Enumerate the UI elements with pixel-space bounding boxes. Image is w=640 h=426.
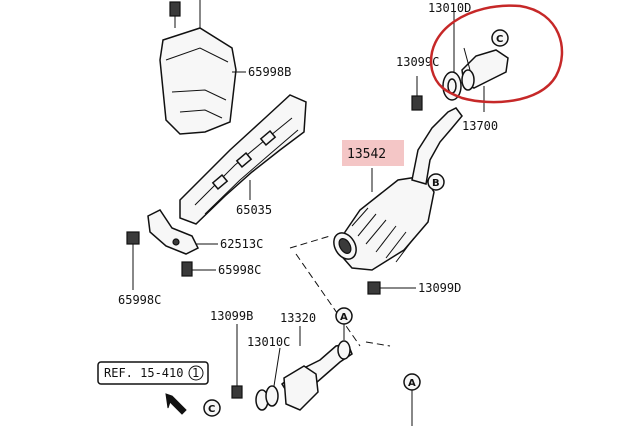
svg-text:C: C xyxy=(496,34,503,45)
dashed-line-1 xyxy=(289,235,331,249)
bolt-top-left xyxy=(169,1,181,28)
highlight-13542 xyxy=(342,140,404,166)
bolt-13099d[interactable] xyxy=(367,281,416,295)
front-pipe xyxy=(411,107,463,185)
label-65998c-left[interactable]: 65998C xyxy=(118,293,161,307)
heat-shield-65998b[interactable] xyxy=(159,0,237,135)
converter-13542[interactable] xyxy=(329,175,435,271)
leader-13010c xyxy=(273,347,281,387)
svg-text:A: A xyxy=(408,378,416,389)
dashed-line-2 xyxy=(295,253,361,347)
ref-number: 1 xyxy=(192,366,199,380)
label-13010c[interactable]: 13010C xyxy=(247,335,290,349)
label-65998c-right[interactable]: 65998C xyxy=(218,263,261,277)
svg-text:B: B xyxy=(432,178,440,189)
pipe-13700[interactable] xyxy=(461,47,509,91)
bolt-65998c-left[interactable] xyxy=(126,231,140,290)
hanger-62513c[interactable] xyxy=(147,209,200,255)
callout-b: B xyxy=(427,173,445,191)
center-pipe-13320[interactable] xyxy=(281,340,353,411)
bolt-13099b[interactable] xyxy=(231,324,243,399)
annotation-circle xyxy=(429,4,564,104)
gasket-13010c xyxy=(255,385,279,411)
svg-text:C: C xyxy=(208,404,215,415)
label-13099b[interactable]: 13099B xyxy=(210,309,253,323)
direction-arrow-icon xyxy=(165,393,187,415)
callout-a-bottom: A xyxy=(403,373,421,391)
dashed-line-3 xyxy=(365,341,391,347)
callout-a-mid: A xyxy=(335,307,353,325)
label-65035[interactable]: 65035 xyxy=(236,203,272,217)
bolt-65998c-right[interactable] xyxy=(181,261,216,277)
label-13099c-top[interactable]: 13099C xyxy=(396,55,439,69)
label-13010d[interactable]: 13010D xyxy=(428,1,471,15)
label-65998b[interactable]: 65998B xyxy=(248,65,291,79)
label-13320[interactable]: 13320 xyxy=(280,311,316,325)
label-13542[interactable]: 13542 xyxy=(347,147,386,162)
ref-text: REF. 15-410 xyxy=(104,366,183,380)
label-13700[interactable]: 13700 xyxy=(462,119,498,133)
svg-text:A: A xyxy=(340,312,348,323)
callout-c-top: C xyxy=(491,29,509,47)
bracket-65035[interactable] xyxy=(179,94,307,225)
label-62513c[interactable]: 62513C xyxy=(220,237,263,251)
bolt-13099c-top[interactable] xyxy=(411,76,423,111)
label-13099d[interactable]: 13099D xyxy=(418,281,461,295)
ref-box[interactable]: REF. 15-410 1 xyxy=(97,361,209,385)
callout-c-bottom: C xyxy=(203,399,221,417)
